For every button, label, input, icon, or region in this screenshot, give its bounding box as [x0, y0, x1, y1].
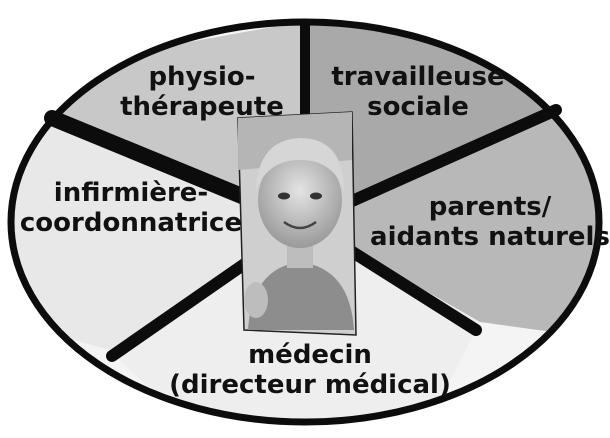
label-nurse: infirmière- coordonnatrice: [16, 178, 246, 238]
label-physio: physio- thérapeute: [112, 62, 292, 122]
label-doctor: médecin (directeur médical): [160, 340, 460, 400]
label-nurse-line-2: coordonnatrice: [20, 208, 242, 238]
label-social: travailleuse sociale: [318, 62, 518, 122]
label-doctor-line-1: médecin: [248, 340, 372, 370]
label-social-line-2: sociale: [367, 92, 469, 122]
label-social-line-1: travailleuse: [331, 62, 504, 92]
label-physio-line-1: physio-: [148, 62, 255, 92]
center-photo: [238, 112, 356, 335]
label-doctor-line-2: (directeur médical): [169, 370, 451, 400]
label-parents-line-2: aidants naturels: [370, 222, 610, 252]
label-nurse-line-1: infirmière-: [54, 178, 208, 208]
label-physio-line-2: thérapeute: [120, 92, 284, 122]
label-parents-line-1: parents/: [429, 192, 552, 222]
label-parents: parents/ aidants naturels: [370, 192, 610, 252]
